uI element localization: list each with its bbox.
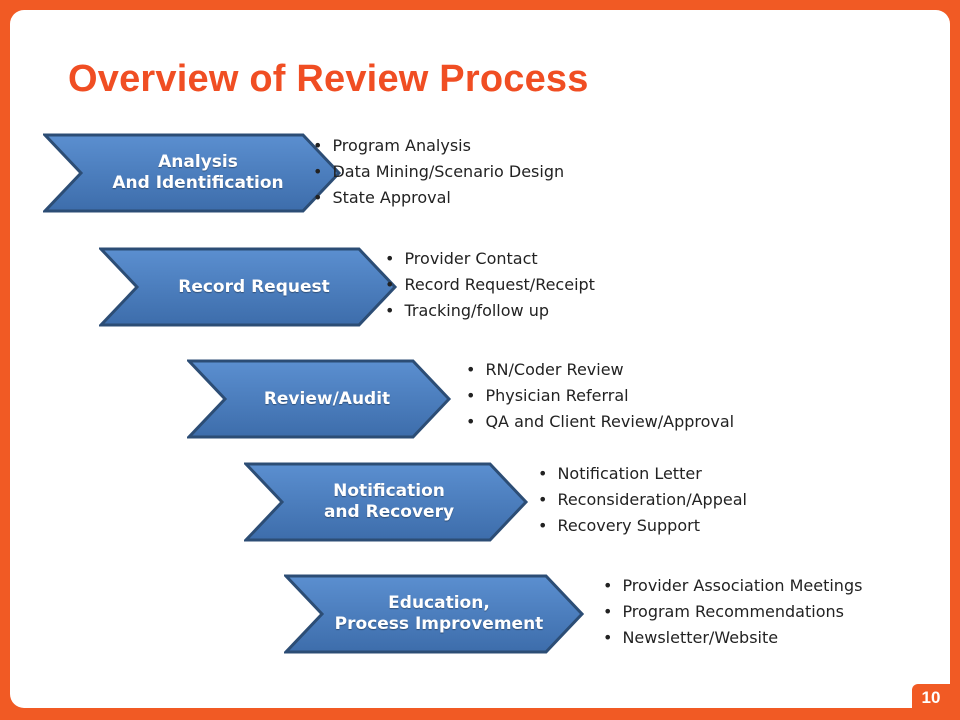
list-item: Notification Letter: [538, 461, 747, 487]
process-step-review-audit: Review/Audit: [187, 359, 487, 439]
list-item: RN/Coder Review: [466, 357, 734, 383]
step-label: Review/Audit: [263, 388, 391, 409]
list-item: Program Analysis: [313, 133, 564, 159]
step-bullet-list: Program Analysis Data Mining/Scenario De…: [313, 133, 564, 211]
list-item: Provider Contact: [385, 246, 595, 272]
list-item: QA and Client Review/Approval: [466, 409, 734, 435]
chevron-arrow-icon: [99, 247, 398, 327]
step-label: Analysis And Identification: [112, 152, 284, 193]
step-bullet-list: Provider Association Meetings Program Re…: [603, 573, 862, 651]
chevron-arrow-icon: [284, 574, 584, 654]
process-step-record-request: Record Request: [99, 247, 399, 327]
list-item: Newsletter/Website: [603, 625, 862, 651]
page-number: 10: [912, 684, 950, 712]
step-label: Notification and Recovery: [323, 481, 455, 522]
process-step-notification-recovery: Notification and Recovery: [244, 462, 544, 542]
list-item: State Approval: [313, 185, 564, 211]
list-item: Record Request/Receipt: [385, 272, 595, 298]
slide-title: Overview of Review Process: [68, 58, 589, 100]
list-item: Data Mining/Scenario Design: [313, 159, 564, 185]
process-step-analysis: Analysis And Identification: [43, 133, 343, 213]
list-item: Recovery Support: [538, 513, 747, 539]
list-item: Program Recommendations: [603, 599, 862, 625]
list-item: Tracking/follow up: [385, 298, 595, 324]
step-bullet-list: Provider Contact Record Request/Receipt …: [385, 246, 595, 324]
chevron-arrow-icon: [187, 359, 452, 439]
step-bullet-list: RN/Coder Review Physician Referral QA an…: [466, 357, 734, 435]
step-bullet-list: Notification Letter Reconsideration/Appe…: [538, 461, 747, 539]
chevron-arrow-icon: [43, 133, 342, 213]
list-item: Provider Association Meetings: [603, 573, 862, 599]
step-label: Education, Process Improvement: [334, 593, 544, 634]
list-item: Reconsideration/Appeal: [538, 487, 747, 513]
step-label: Record Request: [178, 276, 330, 297]
chevron-arrow-icon: [244, 462, 529, 542]
list-item: Physician Referral: [466, 383, 734, 409]
process-step-education: Education, Process Improvement: [284, 574, 584, 654]
